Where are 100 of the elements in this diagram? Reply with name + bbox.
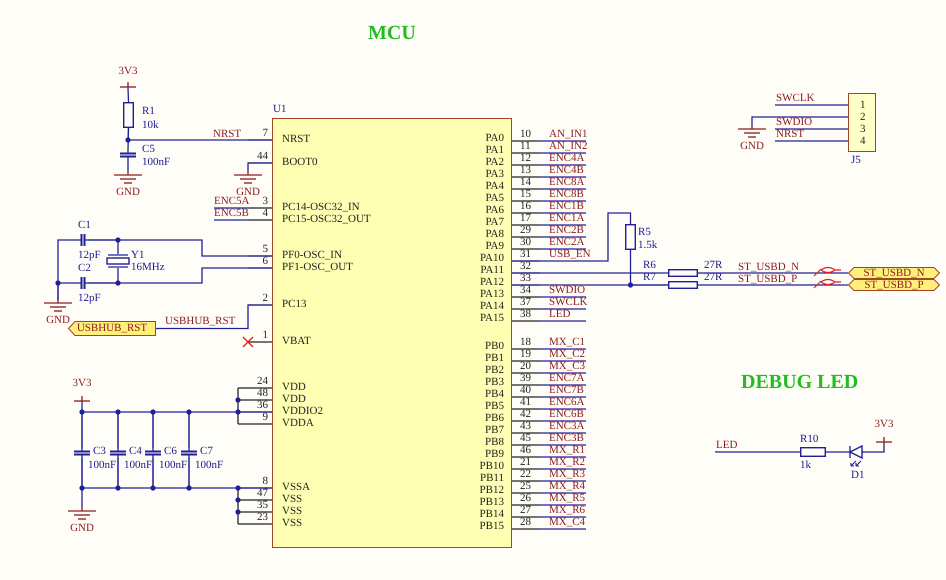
pin-name: PC13 <box>282 299 306 310</box>
pin-name: PA15 <box>480 313 504 324</box>
net-label: ENC7B <box>549 385 584 396</box>
wire <box>81 458 83 508</box>
led-symbol <box>848 445 866 469</box>
pin-number: 31 <box>520 249 531 260</box>
resistor-symbol <box>668 269 698 277</box>
pin-number: 15 <box>520 189 531 200</box>
pin-name: PB3 <box>485 377 504 388</box>
component-value: 27R <box>704 260 722 271</box>
pin-name: PB1 <box>485 353 504 364</box>
net-label: ENC2A <box>549 237 584 248</box>
wire <box>751 116 848 126</box>
net-label: MX_C3 <box>549 361 586 372</box>
wire <box>188 411 272 448</box>
pin-name: VDD <box>282 382 306 393</box>
component-designator: C6 <box>164 446 177 457</box>
pin-name: PB10 <box>480 461 504 472</box>
pin-number: 28 <box>520 517 531 528</box>
port-flag: USBHUB_RST <box>68 321 156 336</box>
net-label: SWDIO <box>549 285 586 296</box>
component-designator: C1 <box>78 220 91 231</box>
resistor-symbol <box>123 102 134 128</box>
port-flag: ST_USBD_P <box>848 279 940 291</box>
pin-name: VDD <box>282 394 306 405</box>
section-heading: MCU <box>368 22 416 44</box>
capacitor-symbol <box>108 448 128 458</box>
pin-name: VDDIO2 <box>282 406 323 417</box>
wire <box>247 162 272 172</box>
net-label: LED <box>716 439 740 451</box>
net-label: MX_R3 <box>549 469 586 480</box>
wire <box>698 284 848 286</box>
pin-number: 4 <box>262 208 268 219</box>
component-value: 16MHz <box>131 262 165 273</box>
pin-name: PB6 <box>485 413 504 424</box>
pin-name: PA14 <box>480 301 504 312</box>
pin-number: 11 <box>520 141 531 152</box>
pin-number: 43 <box>520 421 531 432</box>
net-label: MX_R1 <box>549 445 586 456</box>
net-label: ST_USBD_N <box>738 262 800 273</box>
component-designator: R7 <box>643 272 656 283</box>
pin-name: PB9 <box>485 449 504 460</box>
pin-number: 18 <box>520 337 531 348</box>
pin-number: 3 <box>860 124 866 135</box>
pin-number: 47 <box>257 488 268 499</box>
net-label: SWDIO <box>776 117 812 128</box>
crystal-symbol <box>106 254 130 268</box>
wire <box>57 282 78 300</box>
pin-name: VSS <box>282 506 302 517</box>
component-designator: C4 <box>129 446 142 457</box>
component-designator: R10 <box>800 434 818 445</box>
pin-name: PA12 <box>480 277 504 288</box>
pin-number: 10 <box>520 129 531 140</box>
pin-number: 38 <box>520 309 531 320</box>
pin-name: PB14 <box>480 509 504 520</box>
net-label: AN_IN1 <box>549 129 588 140</box>
pin-name: PA11 <box>480 265 504 276</box>
component-designator: R1 <box>142 106 155 117</box>
pin-number: 2 <box>860 112 866 123</box>
component-value: 100nF <box>142 157 170 168</box>
component-value: 100nF <box>124 460 152 471</box>
pin-number: 40 <box>520 385 531 396</box>
component-designator: C7 <box>200 446 213 457</box>
component-value: 100nF <box>88 460 116 471</box>
pin-number: 32 <box>520 261 531 272</box>
pin-name: PC15-OSC32_OUT <box>282 214 371 225</box>
pin-number: 17 <box>520 213 531 224</box>
net-label: ENC1B <box>549 201 584 212</box>
net-label: ST_USBD_P <box>738 274 798 285</box>
pin-number: 1 <box>860 100 866 111</box>
pin-number: 42 <box>520 409 531 420</box>
pin-name: PB2 <box>485 365 504 376</box>
pin-number: 16 <box>520 201 531 212</box>
pin-number: 13 <box>520 165 531 176</box>
pin-number: 4 <box>860 136 866 147</box>
pin-name: PB15 <box>480 521 504 532</box>
component-designator: C2 <box>78 263 91 274</box>
pin-number: 45 <box>520 433 531 444</box>
component-value: 100nF <box>159 460 188 471</box>
net-label: ENC2B <box>549 225 584 236</box>
pin-name: PA1 <box>485 145 504 156</box>
component-value: 12pF <box>78 250 101 261</box>
pin-number: 9 <box>262 412 268 423</box>
net-label: MX_C2 <box>549 349 586 360</box>
capacitor-symbol <box>118 150 138 160</box>
pin-name: PB12 <box>480 485 504 496</box>
pin-name: VSSA <box>282 482 310 493</box>
wire <box>188 458 272 489</box>
net-label: ENC6A <box>549 397 584 408</box>
net-label: MX_R5 <box>549 493 586 504</box>
resistor-symbol <box>800 447 826 457</box>
pin-name: PB7 <box>485 425 504 436</box>
component-value: 100nF <box>195 460 224 471</box>
pin-number: 29 <box>520 225 531 236</box>
net-label: NRST <box>213 129 242 140</box>
pin-number: 20 <box>520 361 531 372</box>
component-designator: R6 <box>643 260 656 271</box>
pin-name: VDDA <box>282 418 314 429</box>
pin-number: 21 <box>520 457 531 468</box>
wire <box>866 443 885 453</box>
